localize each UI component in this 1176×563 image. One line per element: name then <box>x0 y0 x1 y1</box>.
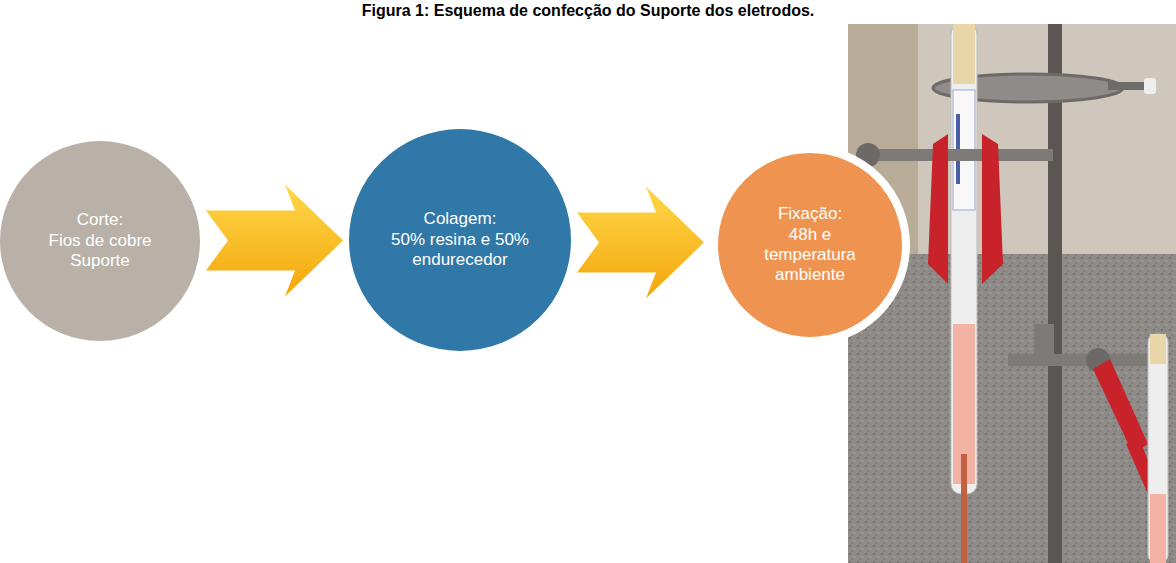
node-text: Fios de cobre Suporte <box>38 231 162 272</box>
process-circle: Corte:Fios de cobre Suporte <box>0 141 200 341</box>
node-text: Fixação: <box>778 204 842 224</box>
node-text: 50% resina e 50% endurecedor <box>385 230 535 271</box>
process-circle: Fixação:48h e temperatura ambiente <box>710 145 910 345</box>
figure-title: Figura 1: Esquema de confecção do Suport… <box>0 2 1176 20</box>
node-text: Colagem: <box>424 209 497 229</box>
block-arrow <box>577 187 704 299</box>
block-arrow <box>206 185 343 297</box>
node-text: 48h e temperatura ambiente <box>756 225 864 286</box>
node-text: Corte: <box>77 210 123 230</box>
process-circle: Colagem:50% resina e 50% endurecedor <box>349 129 571 351</box>
